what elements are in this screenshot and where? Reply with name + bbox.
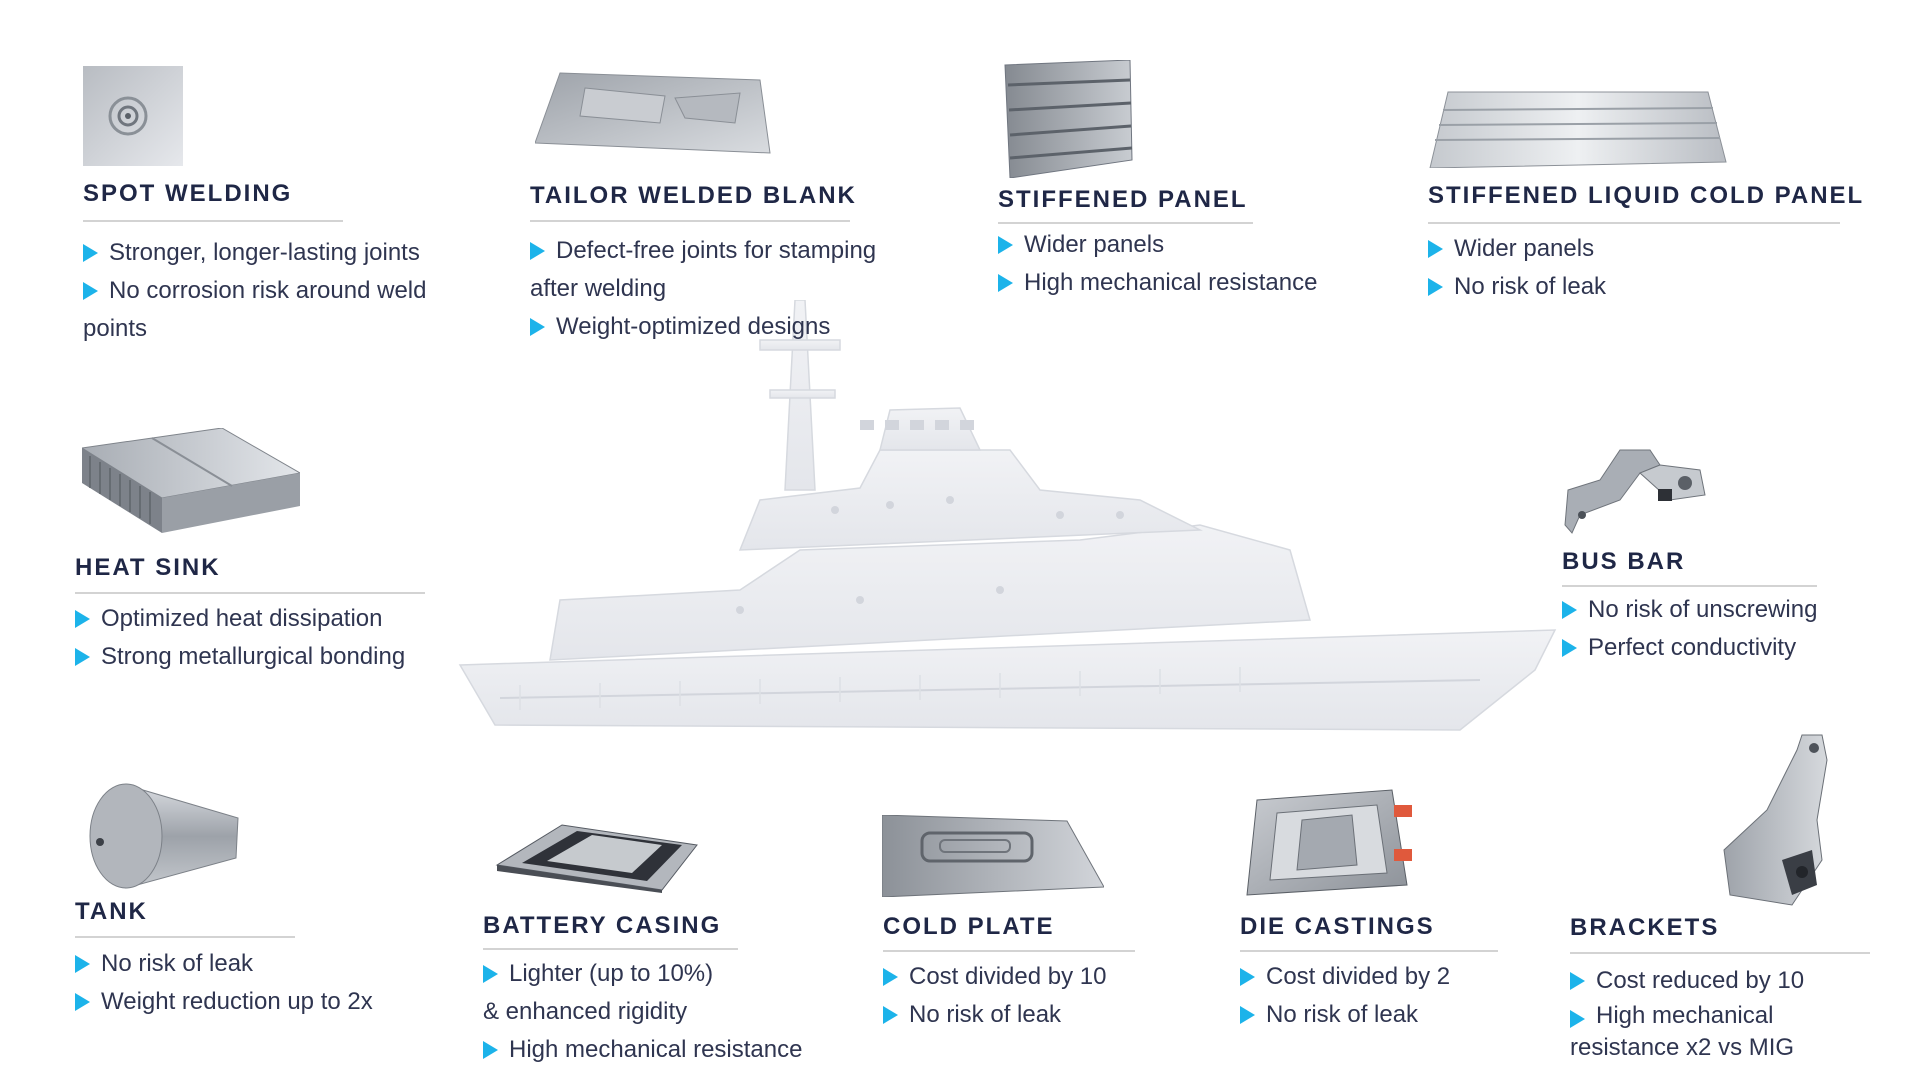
- feature-item: Optimized heat dissipation: [75, 600, 405, 638]
- card-title: HEAT SINK: [75, 554, 221, 581]
- divider: [83, 220, 343, 222]
- feature-item: No risk of leak: [1428, 268, 1606, 306]
- feature-item: High mechanical resistance: [998, 264, 1317, 302]
- feature-list: Wider panels No risk of leak: [1428, 230, 1606, 306]
- arrow-icon: [1570, 972, 1585, 990]
- die-casting-image: [1246, 789, 1412, 896]
- liquid-cold-panel-image: [1429, 91, 1727, 168]
- card-title: SPOT WELDING: [83, 180, 293, 207]
- arrow-icon: [483, 965, 498, 983]
- feature-item: Cost divided by 10: [883, 958, 1106, 996]
- arrow-icon: [998, 274, 1013, 292]
- feature-item: No risk of unscrewing: [1562, 591, 1817, 629]
- arrow-icon: [83, 244, 98, 262]
- arrow-icon: [483, 1041, 498, 1059]
- feature-item: Stronger, longer-lasting joints: [83, 234, 426, 272]
- arrow-icon: [75, 648, 90, 666]
- divider: [530, 220, 850, 222]
- tailor-welded-blank-image: [535, 72, 771, 154]
- arrow-icon: [1428, 240, 1443, 258]
- arrow-icon: [1570, 1010, 1585, 1028]
- arrow-icon: [1562, 601, 1577, 619]
- feature-item: Wider panels: [1428, 230, 1606, 268]
- feature-item: Cost divided by 2: [1240, 958, 1450, 996]
- feature-list: Wider panels High mechanical resistance: [998, 226, 1317, 302]
- card-title: BUS BAR: [1562, 548, 1686, 575]
- battery-casing-image: [495, 824, 698, 893]
- divider: [75, 936, 295, 938]
- arrow-icon: [998, 236, 1013, 254]
- feature-list: Lighter (up to 10%)& enhanced rigidity H…: [483, 955, 802, 1069]
- arrow-icon: [83, 282, 98, 300]
- card-title: TANK: [75, 898, 148, 925]
- divider: [1428, 222, 1840, 224]
- feature-list: Optimized heat dissipation Strong metall…: [75, 600, 405, 676]
- feature-item: High mechanical resistance: [483, 1031, 802, 1069]
- bus-bar-image: [1564, 449, 1706, 534]
- feature-list: Cost divided by 2 No risk of leak: [1240, 958, 1450, 1034]
- feature-item: Perfect conductivity: [1562, 629, 1817, 667]
- bracket-image: [1723, 734, 1828, 906]
- cold-plate-image: [882, 815, 1104, 897]
- divider: [883, 950, 1135, 952]
- arrow-icon: [883, 1006, 898, 1024]
- tank-image: [89, 783, 239, 889]
- card-title: DIE CASTINGS: [1240, 913, 1435, 940]
- feature-item: Lighter (up to 10%)& enhanced rigidity: [483, 960, 714, 1025]
- arrow-icon: [1428, 278, 1443, 296]
- stiffened-panel-image: [1004, 60, 1133, 178]
- feature-item: Weight-optimized designs: [530, 308, 876, 346]
- ship-illustration: [458, 300, 1557, 731]
- feature-item: Strong metallurgical bonding: [75, 638, 405, 676]
- feature-item: No risk of leak: [1240, 996, 1450, 1034]
- divider: [998, 222, 1253, 224]
- card-title: TAILOR WELDED BLANK: [530, 182, 857, 209]
- feature-item: Weight reduction up to 2x: [75, 983, 373, 1021]
- card-title: COLD PLATE: [883, 913, 1055, 940]
- divider: [1562, 585, 1817, 587]
- feature-list: Stronger, longer-lasting joints No corro…: [83, 234, 426, 348]
- card-title: STIFFENED PANEL: [998, 186, 1248, 213]
- arrow-icon: [530, 242, 545, 260]
- arrow-icon: [883, 968, 898, 986]
- feature-item: Wider panels: [998, 226, 1317, 264]
- feature-list: Cost divided by 10 No risk of leak: [883, 958, 1106, 1034]
- feature-item: No risk of leak: [883, 996, 1106, 1034]
- card-title: BRACKETS: [1570, 914, 1720, 941]
- arrow-icon: [530, 318, 545, 336]
- arrow-icon: [75, 610, 90, 628]
- feature-list: No risk of unscrewing Perfect conductivi…: [1562, 591, 1817, 667]
- divider: [75, 592, 425, 594]
- feature-list: No risk of leak Weight reduction up to 2…: [75, 945, 373, 1021]
- spot-weld-image: [83, 66, 183, 166]
- divider: [483, 948, 738, 950]
- card-title: STIFFENED LIQUID COLD PANEL: [1428, 182, 1865, 209]
- heat-sink-image: [82, 428, 300, 533]
- arrow-icon: [1240, 968, 1255, 986]
- feature-item: Cost reduced by 10: [1570, 962, 1804, 1000]
- divider: [1570, 952, 1870, 954]
- arrow-icon: [1240, 1006, 1255, 1024]
- arrow-icon: [75, 993, 90, 1011]
- divider: [1240, 950, 1498, 952]
- feature-item: No risk of leak: [75, 945, 373, 983]
- card-title: BATTERY CASING: [483, 912, 722, 939]
- arrow-icon: [75, 955, 90, 973]
- arrow-icon: [1562, 639, 1577, 657]
